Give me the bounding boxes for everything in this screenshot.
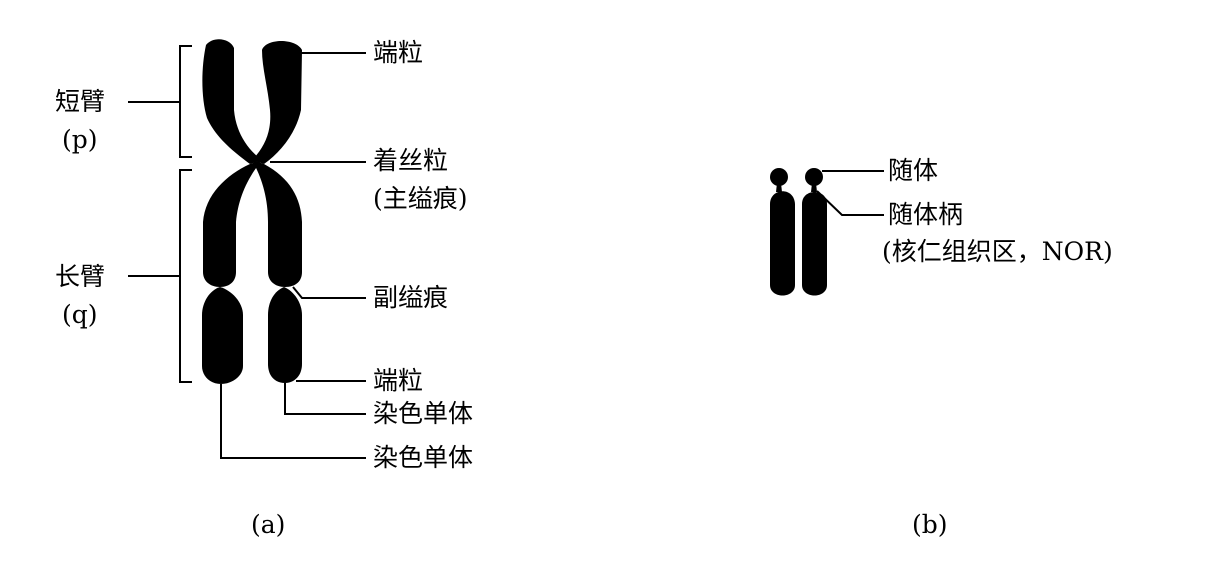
caption-a: (a) [251, 510, 286, 539]
leader-secondary-constriction [292, 286, 366, 299]
label-secondary-constriction: 副缢痕 [373, 283, 449, 312]
label-satellite-stalk: 随体柄 [888, 200, 964, 229]
label-chromatid-left: 染色单体 [373, 443, 474, 472]
leader-satellite-stalk [816, 190, 884, 216]
label-centromere: 着丝粒 [373, 146, 449, 175]
label-long-arm-symbol: (q) [62, 300, 98, 329]
bracket-short-arm [179, 45, 192, 158]
label-telomere-top: 端粒 [373, 38, 424, 67]
label-centromere-note: (主缢痕) [373, 184, 468, 213]
label-telomere-bottom: 端粒 [373, 366, 424, 395]
chromosome-a [202, 39, 302, 384]
brackets-a [179, 45, 192, 383]
caption-b: (b) [912, 510, 948, 539]
label-chromatid-right: 染色单体 [373, 399, 474, 428]
left-chromatid-long-arm-upper [203, 160, 262, 287]
satellite-right [805, 168, 823, 186]
label-short-arm: 短臂 [55, 87, 106, 116]
left-chromatid-short-arm [202, 39, 262, 164]
leader-chromatid-left [220, 384, 366, 459]
right-chromatid-short-arm [252, 41, 302, 164]
label-long-arm: 长臂 [55, 262, 106, 291]
right-chromatid-lower-segment [268, 287, 302, 383]
chromosome-b [770, 168, 827, 296]
satellite-stalk-left [776, 183, 782, 192]
leader-lines-a [128, 52, 366, 459]
label-short-arm-symbol: (p) [62, 125, 98, 154]
leader-lines-b [816, 170, 884, 216]
bracket-long-arm [179, 169, 192, 383]
right-chromatid-long-arm-upper [252, 160, 302, 287]
label-satellite-stalk-note: (核仁组织区，NOR) [882, 237, 1113, 266]
leader-chromatid-right [284, 383, 366, 415]
satellite-left [770, 168, 788, 186]
chromatid-b-right [802, 192, 827, 296]
label-satellite: 随体 [888, 156, 939, 185]
left-chromatid-lower-segment [202, 287, 243, 384]
satellite-stalk-right [811, 183, 817, 192]
chromatid-b-left [770, 191, 795, 296]
